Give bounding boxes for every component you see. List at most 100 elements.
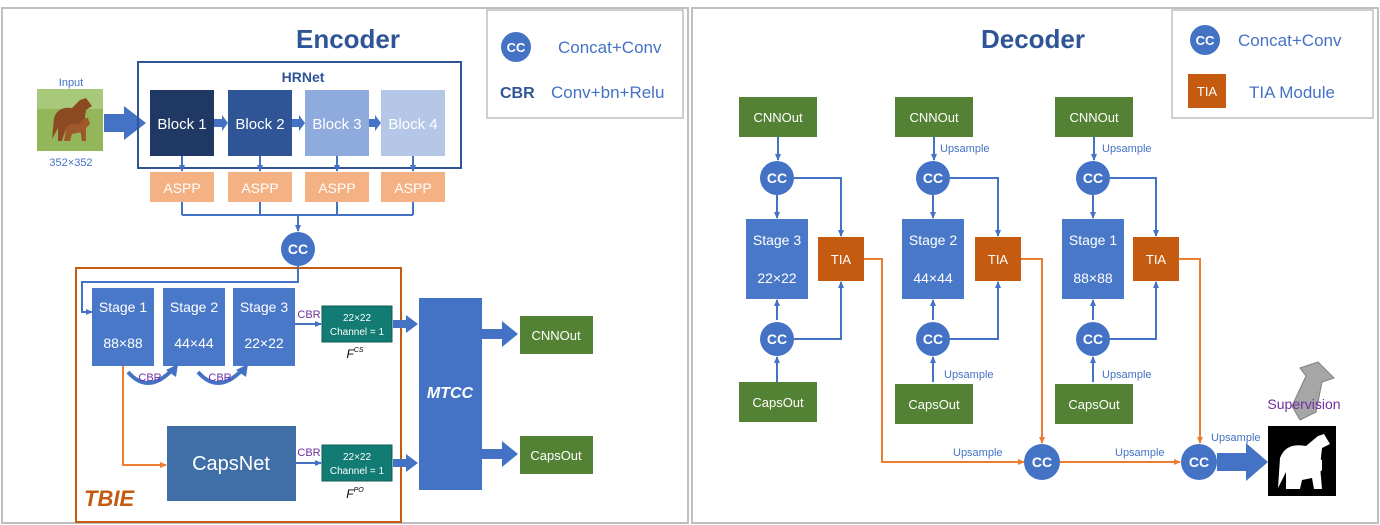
dec-col2-stage-size: 44×44 <box>913 270 953 286</box>
hrnet-label: HRNet <box>282 69 325 85</box>
block-2-label: Block 2 <box>235 116 284 133</box>
dec-col1-capsout-label: CapsOut <box>752 395 804 410</box>
stage-1 <box>92 288 154 366</box>
dec-col2-capsout-label: CapsOut <box>908 397 960 412</box>
fcs-label: FCS <box>346 347 363 361</box>
aspp-2 <box>228 172 292 202</box>
cbr-label-2: CBR <box>208 372 231 384</box>
capsnet-block <box>167 426 296 501</box>
tia1-to-merge-line <box>864 258 1025 465</box>
input-size-label: 352×352 <box>49 157 92 169</box>
encoder-legend <box>486 9 684 119</box>
supervision-label: Supervision <box>1267 396 1340 412</box>
cbr-curve-2-head <box>236 364 248 377</box>
stage-2 <box>163 288 225 366</box>
dec-col2-cc-bottom <box>916 322 950 356</box>
legend-cbr-badge: CBR <box>500 85 535 102</box>
aspp-4 <box>381 172 445 202</box>
dec-col2-cc-top-label: CC <box>923 170 943 186</box>
legend-cc-badge <box>501 32 531 62</box>
legend-tia-badge-text: TIA <box>1197 84 1218 99</box>
dec-col3-cc-bottom <box>1076 322 1110 356</box>
dec-merge-cc-2-label: CC <box>1189 454 1209 470</box>
fpo-to-mtcc-arrow <box>393 454 418 472</box>
dec-col1-tia <box>818 237 864 281</box>
output-mask-image <box>1268 426 1336 496</box>
aspp-1 <box>150 172 214 202</box>
aspp-to-cc-lines <box>181 202 414 232</box>
dec-col2-cnnout-label: CNNOut <box>909 110 959 125</box>
aspp-4-label: ASPP <box>394 180 431 196</box>
encoder-cc-label: CC <box>288 241 308 257</box>
fpo-box-channel: Channel = 1 <box>330 466 385 477</box>
stage-3 <box>233 288 295 366</box>
mtcc-block <box>419 298 482 490</box>
legend-tia-badge <box>1188 74 1226 108</box>
upsample-label-3: Upsample <box>1211 432 1261 444</box>
encoder-capsout <box>520 436 593 474</box>
dec-merge-cc-1 <box>1024 444 1060 480</box>
legend-cc-badge-text: CC <box>507 40 526 55</box>
dec-col1-cc-bottom-label: CC <box>767 331 787 347</box>
cbr-label-3: CBR <box>297 309 320 321</box>
block-to-aspp-arrows <box>179 156 416 172</box>
dec-col2-cc-top <box>916 161 950 195</box>
dec-col2-stage-name: Stage 2 <box>909 232 957 248</box>
dec-col2-cc-bottom-label: CC <box>923 331 943 347</box>
dec-merge-cc-2 <box>1181 444 1217 480</box>
fcs-box <box>321 305 393 343</box>
block-1 <box>150 90 214 156</box>
encoder-capsout-label: CapsOut <box>530 448 582 463</box>
block-1-label: Block 1 <box>157 116 206 133</box>
fcs-box-size: 22×22 <box>343 313 372 324</box>
encoder-title: Encoder <box>296 24 400 54</box>
dec-col3-cc-bottom-label: CC <box>1083 331 1103 347</box>
dec-col1-tia-label: TIA <box>831 252 852 267</box>
stage-3-name: Stage 3 <box>240 299 288 315</box>
dec-col3-cnnout <box>1055 97 1133 137</box>
dec-col2-tia-label: TIA <box>988 252 1009 267</box>
dec-col3-cc-top <box>1076 161 1110 195</box>
legend-cc-badge-dec-text: CC <box>1196 33 1215 48</box>
cbr-curve-2 <box>196 368 244 385</box>
block-3 <box>305 90 369 156</box>
stage-3-size: 22×22 <box>244 335 284 351</box>
dec-col3-cc-top-label: CC <box>1083 170 1103 186</box>
aspp-3-label: ASPP <box>318 180 355 196</box>
cbr-label-4: CBR <box>297 447 320 459</box>
decoder-title: Decoder <box>981 24 1085 54</box>
dec-col3-upsample-bottom: Upsample <box>1102 369 1152 381</box>
aspp-3 <box>305 172 369 202</box>
dec-col1-stage-name: Stage 3 <box>753 232 801 248</box>
dec-col1-cnnout-label: CNNOut <box>753 110 803 125</box>
encoder-cnnout-label: CNNOut <box>531 328 581 343</box>
fpo-box <box>321 444 393 482</box>
dec-col1-stage <box>746 219 808 299</box>
decoder-column-1: CNNOut CC Stage 3 22×22 CC CapsOut TIA <box>739 97 864 422</box>
cbr-curve-1 <box>126 368 174 385</box>
output-arrow <box>1217 443 1268 481</box>
stage-1-size: 88×88 <box>103 335 143 351</box>
dec-col1-cc-bottom <box>760 322 794 356</box>
cbr-curve-1-head <box>166 364 178 377</box>
legend-cbr-label: Conv+bn+Relu <box>551 83 664 102</box>
stage-1-name: Stage 1 <box>99 299 147 315</box>
upsample-label-2: Upsample <box>1115 447 1165 459</box>
decoder-column-3: CNNOut Upsample CC Stage 1 88×88 CC Upsa… <box>1055 97 1179 424</box>
dec-col3-capsout-label: CapsOut <box>1068 397 1120 412</box>
legend-cc-label: Concat+Conv <box>558 38 662 57</box>
dec-col2-stage <box>902 219 964 299</box>
supervision-arrow <box>1291 361 1335 421</box>
fcs-to-mtcc-arrow <box>393 315 418 333</box>
input-to-hrnet-arrow <box>104 106 146 140</box>
dec-col3-tia <box>1133 237 1179 281</box>
mtcc-label: MTCC <box>427 385 474 402</box>
aspp-2-label: ASPP <box>241 180 278 196</box>
dec-col1-cc-top-label: CC <box>767 170 787 186</box>
block-4 <box>381 90 445 156</box>
stage1-to-capsnet-line <box>122 366 167 468</box>
dec-col3-capsout <box>1055 384 1133 424</box>
block-4-label: Block 4 <box>388 116 437 133</box>
dec-col3-cnnout-label: CNNOut <box>1069 110 1119 125</box>
dec-col2-capsout <box>895 384 973 424</box>
